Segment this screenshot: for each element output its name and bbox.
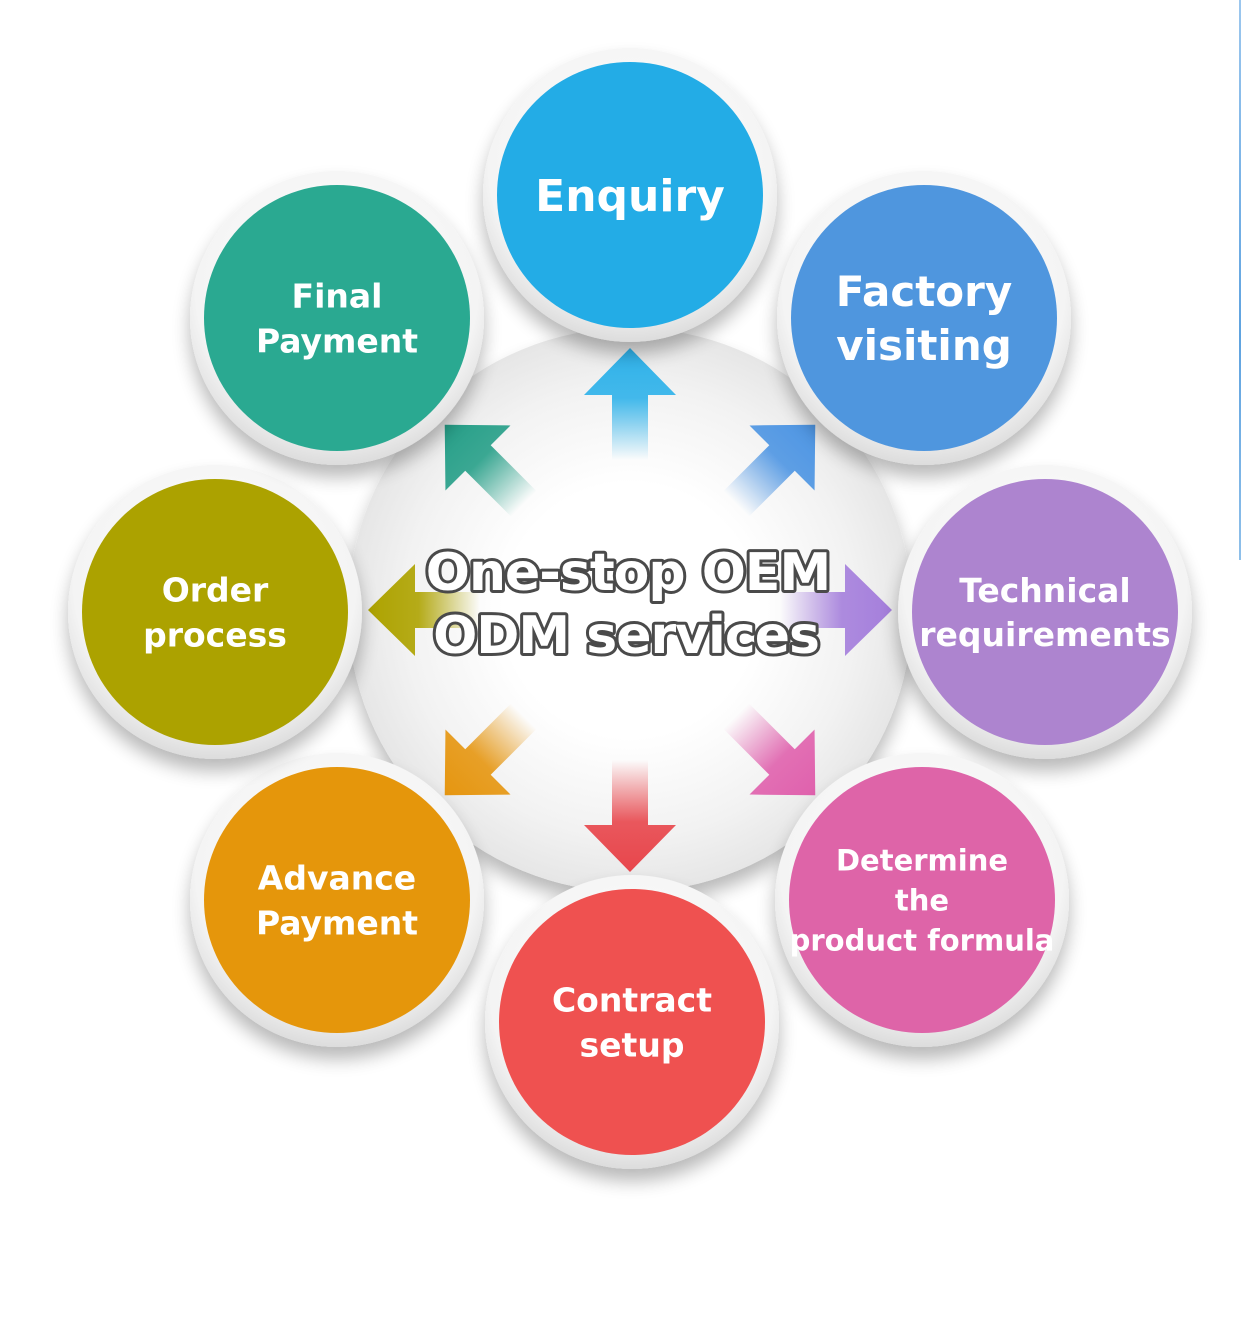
center-title: One-stop OEM ODM services bbox=[423, 540, 834, 669]
center-title-line-1: One-stop OEM bbox=[426, 543, 830, 603]
step-label-line: Order bbox=[162, 570, 269, 609]
step-node-order-process: Order process bbox=[68, 465, 362, 759]
step-circle bbox=[499, 889, 765, 1155]
arrow-to-enquiry bbox=[584, 348, 676, 460]
step-node-technical-requirements: Technical requirements bbox=[898, 465, 1192, 759]
step-label-line: Enquiry bbox=[535, 171, 725, 222]
center-title-line-2: ODM services bbox=[433, 606, 819, 666]
arrow-to-technical-requirements bbox=[780, 564, 892, 656]
step-label-line: Determine bbox=[836, 843, 1008, 877]
step-node-factory-visiting: Factory visiting bbox=[777, 171, 1071, 465]
step-circle bbox=[912, 479, 1178, 745]
step-label-line: Advance bbox=[258, 858, 416, 897]
step-label-line: setup bbox=[580, 1025, 685, 1064]
step-label-line: Technical bbox=[959, 571, 1131, 610]
arrow-to-order-process bbox=[368, 564, 480, 656]
step-label-line: Contract bbox=[552, 980, 712, 1019]
step-label-line: Factory bbox=[836, 267, 1013, 316]
step-label-line: visiting bbox=[836, 321, 1012, 370]
step-circle bbox=[791, 185, 1057, 451]
arrow-to-contract-setup bbox=[584, 760, 676, 872]
step-circle bbox=[789, 767, 1055, 1033]
right-edge-divider bbox=[1239, 0, 1241, 560]
step-label-line: Payment bbox=[256, 321, 418, 360]
step-node-determine-the-product-formula: Determine the product formula bbox=[775, 753, 1069, 1047]
step-label-line: the bbox=[895, 883, 949, 917]
step-circle bbox=[204, 767, 470, 1033]
center-glow bbox=[485, 465, 775, 755]
arrows-layer bbox=[368, 348, 892, 872]
step-label-line: Payment bbox=[256, 903, 418, 942]
arrow-to-advance-payment bbox=[444, 703, 537, 796]
step-label-line: process bbox=[143, 615, 287, 654]
step-node-contract-setup: Contract setup bbox=[485, 875, 779, 1169]
arrow-to-factory-visiting bbox=[723, 424, 816, 517]
step-label-line: Final bbox=[292, 276, 383, 315]
step-circle bbox=[497, 62, 763, 328]
step-label-line: product formula bbox=[790, 923, 1055, 957]
arrow-to-determine-the-product-formula bbox=[723, 703, 816, 796]
arrow-to-final-payment bbox=[444, 424, 537, 517]
step-node-enquiry: Enquiry bbox=[483, 48, 777, 342]
step-label-line: requirements bbox=[919, 615, 1170, 654]
step-circle bbox=[82, 479, 348, 745]
step-circle bbox=[204, 185, 470, 451]
